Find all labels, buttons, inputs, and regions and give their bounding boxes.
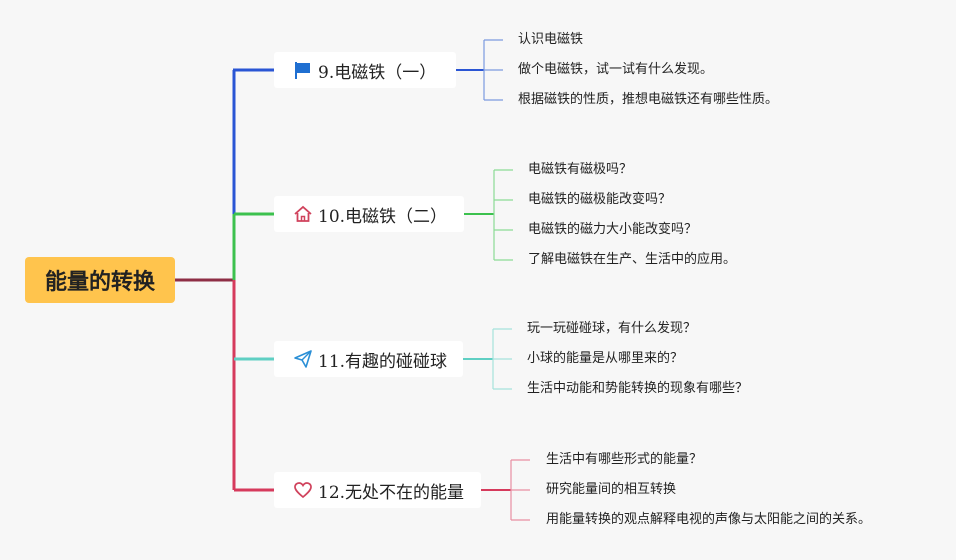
topic-label: 11.有趣的碰碰球 xyxy=(318,351,448,372)
leaf-item[interactable]: 做个电磁铁，试一试有什么发现。 xyxy=(518,62,714,77)
leaf-item[interactable]: 电磁铁的磁极能改变吗？ xyxy=(528,192,672,207)
leaf-item[interactable]: 研究能量间的相互转换 xyxy=(546,482,677,497)
flag-icon xyxy=(292,59,314,81)
topic-node-electromagnet-1[interactable]: 9.电磁铁（一） xyxy=(274,52,456,88)
topic-node-energy-everywhere[interactable]: 12.无处不在的能量 xyxy=(274,472,481,508)
leaf-item[interactable]: 电磁铁有磁极吗？ xyxy=(528,162,633,177)
root-node[interactable]: 能量的转换 xyxy=(25,257,175,303)
leaf-item[interactable]: 生活中有哪些形式的能量？ xyxy=(546,452,703,467)
leaf-item[interactable]: 电磁铁的磁力大小能改变吗？ xyxy=(528,222,698,237)
topic-node-electromagnet-2[interactable]: 10.电磁铁（二） xyxy=(274,196,464,232)
topic-label: 12.无处不在的能量 xyxy=(318,482,465,503)
topic-node-bumper-balls[interactable]: 11.有趣的碰碰球 xyxy=(274,341,463,377)
leaf-item[interactable]: 用能量转换的观点解释电视的声像与太阳能之间的关系。 xyxy=(546,512,872,527)
topic-label: 10.电磁铁（二） xyxy=(318,206,448,227)
leaf-item[interactable]: 认识电磁铁 xyxy=(518,32,584,47)
topic-label: 9.电磁铁（一） xyxy=(318,62,437,83)
send-icon xyxy=(292,348,314,370)
leaf-item[interactable]: 玩一玩碰碰球，有什么发现？ xyxy=(527,321,697,336)
leaf-item[interactable]: 了解电磁铁在生产、生活中的应用。 xyxy=(528,252,737,267)
heart-icon xyxy=(292,479,314,501)
leaf-item[interactable]: 小球的能量是从哪里来的？ xyxy=(527,351,684,366)
home-icon xyxy=(292,203,314,225)
leaf-item[interactable]: 生活中动能和势能转换的现象有哪些？ xyxy=(527,381,749,396)
leaf-item[interactable]: 根据磁铁的性质，推想电磁铁还有哪些性质。 xyxy=(518,92,779,107)
